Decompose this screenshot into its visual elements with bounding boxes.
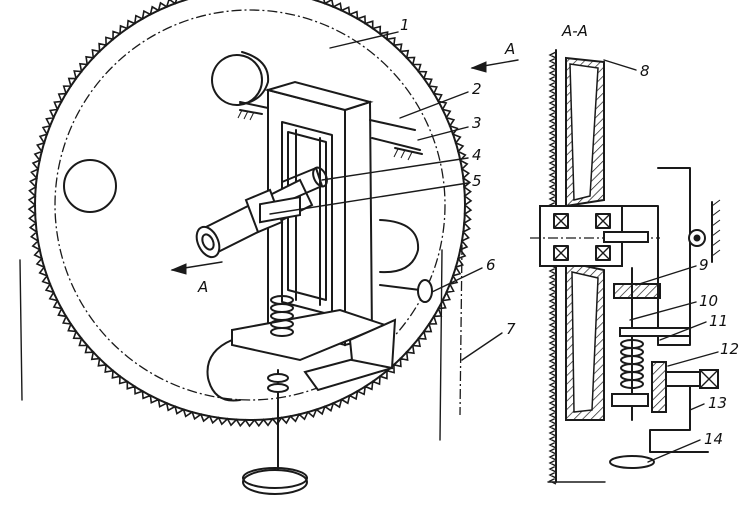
callout-13: 13 [708, 394, 727, 412]
section-spring [620, 339, 644, 389]
hole-top [211, 54, 263, 106]
lift-nuts [267, 373, 289, 393]
section-title: A-A [561, 22, 588, 40]
hole-left [63, 159, 117, 213]
callout-3: 3 [472, 114, 482, 132]
hole-right [379, 219, 420, 274]
saw-teeth-outline [27, 0, 473, 428]
hub-bearings [553, 213, 611, 261]
view-marker-bottom: A [197, 278, 208, 296]
table-bracket [348, 318, 397, 370]
spring [270, 295, 294, 337]
frame-side [344, 100, 374, 347]
wall-supports [237, 109, 423, 161]
slide-11 [651, 361, 667, 413]
pitch-circle [54, 9, 446, 401]
lower-table [231, 195, 433, 495]
guide-block [613, 283, 661, 299]
view-arrow-top [470, 59, 519, 73]
saw-disc-view [19, 0, 519, 495]
callout-8: 8 [640, 62, 650, 80]
knob-6 [417, 279, 433, 303]
column-bracket [621, 205, 659, 346]
lift-handwheel [242, 469, 308, 495]
bracket-13 [649, 385, 709, 453]
wall-hatch [711, 199, 721, 257]
callout-11: 11 [709, 312, 728, 330]
section-handwheel [609, 455, 655, 469]
disc-section-lower-inner [571, 271, 599, 413]
spindle-shaft [281, 167, 323, 201]
frame-top [264, 80, 374, 112]
saw-teeth [27, 0, 473, 428]
band-right [439, 249, 443, 441]
rod-2-right [369, 119, 416, 131]
clamp-block [259, 195, 301, 224]
leaders-left [269, 31, 503, 361]
callout-14: 14 [704, 430, 723, 448]
hole-bottom [206, 339, 241, 402]
callout-12: 12 [720, 340, 739, 358]
carriage-12 [665, 371, 701, 387]
lower-nut [611, 393, 649, 407]
callout-2: 2 [472, 80, 482, 98]
spindle-front-face [195, 225, 221, 259]
view-arrow-bottom [170, 261, 223, 275]
knob-6-shaft [379, 284, 421, 291]
callout-1: 1 [400, 16, 410, 34]
callout-4: 4 [472, 146, 482, 164]
callout-5: 5 [472, 172, 482, 190]
pivot-center [693, 234, 701, 242]
disc-section-upper-inner [569, 63, 599, 201]
axle [603, 231, 649, 243]
spindle-bore [201, 233, 215, 251]
rod-3 [371, 137, 421, 151]
callout-9: 9 [699, 256, 709, 274]
view-marker-top: A [504, 40, 515, 58]
callout-6: 6 [486, 256, 496, 274]
section-view [530, 49, 721, 485]
column [657, 167, 691, 346]
leaders-right [603, 59, 719, 463]
labels: A-A A A 1 2 3 4 5 6 7 8 9 10 11 12 13 14 [197, 16, 739, 448]
hole-top-arc [239, 51, 270, 105]
rod-2-left [239, 101, 269, 109]
callout-10: 10 [699, 292, 718, 310]
callout-7: 7 [506, 320, 516, 338]
table-plate [231, 308, 388, 362]
frame-window-inner [287, 131, 327, 301]
band-right-dash [459, 244, 463, 416]
plate-10 [619, 327, 691, 337]
band-left [19, 259, 23, 401]
spindle-end [312, 166, 328, 188]
